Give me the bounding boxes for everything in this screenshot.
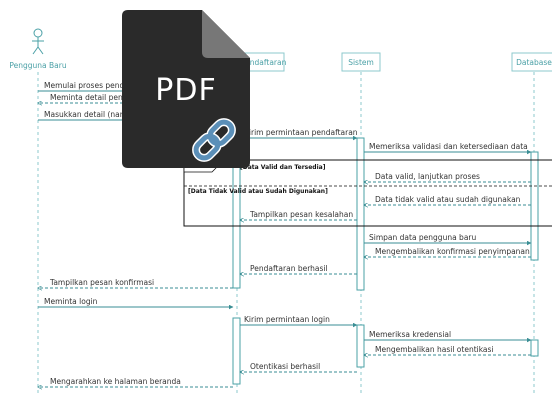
message-label: Meminta detail pendaftaran	[50, 93, 155, 102]
fragment-guard-valid: [Data Valid dan Tersedia]	[240, 164, 326, 171]
pdf-label: PDF	[155, 73, 216, 108]
message-label: Mengembalikan konfirmasi penyimpanan	[375, 247, 530, 256]
message-label: Memeriksa validasi dan ketersediaan data	[369, 142, 528, 151]
message-label: Data valid, lanjutkan proses	[375, 172, 480, 181]
fragment-guard-invalid: [Data Tidak Valid atau Sudah Digunakan]	[188, 188, 328, 195]
actor-figure	[32, 28, 44, 55]
message-label: Tampilkan pesan kesalahan	[249, 210, 353, 219]
message-label: Kirim permintaan pendaftaran	[244, 128, 358, 137]
message-label: Simpan data pengguna baru	[369, 233, 476, 242]
link-chain-icon	[192, 118, 236, 162]
message-label: Pendaftaran berhasil	[250, 264, 328, 273]
message-label: Tampilkan pesan konfirmasi	[49, 278, 154, 287]
message-label: Meminta login	[44, 297, 98, 306]
message-label: Mengarahkan ke halaman beranda	[50, 377, 181, 386]
participant-system-box	[341, 52, 381, 72]
message-label: Mengembalikan hasil otentikasi	[375, 345, 494, 354]
activation-bars	[232, 119, 539, 385]
message-arrows	[38, 88, 532, 387]
participant-actor: Pengguna Baru	[9, 61, 66, 70]
message-label: Data tidak valid atau sudah digunakan	[375, 195, 521, 204]
message-label: Memulai proses pendaftaran	[44, 81, 152, 90]
pdf-link-file-icon[interactable]: PDF	[122, 10, 250, 168]
participant-database-box	[511, 52, 552, 72]
participant-form: Form Pendaftaran	[220, 58, 287, 67]
participant-system: Sistem	[348, 58, 374, 67]
message-label: Memeriksa kredensial	[369, 330, 451, 339]
message-label: Kirim permintaan login	[244, 315, 330, 324]
message-label: Otentikasi berhasil	[250, 362, 320, 371]
participant-database: Database	[516, 58, 552, 67]
